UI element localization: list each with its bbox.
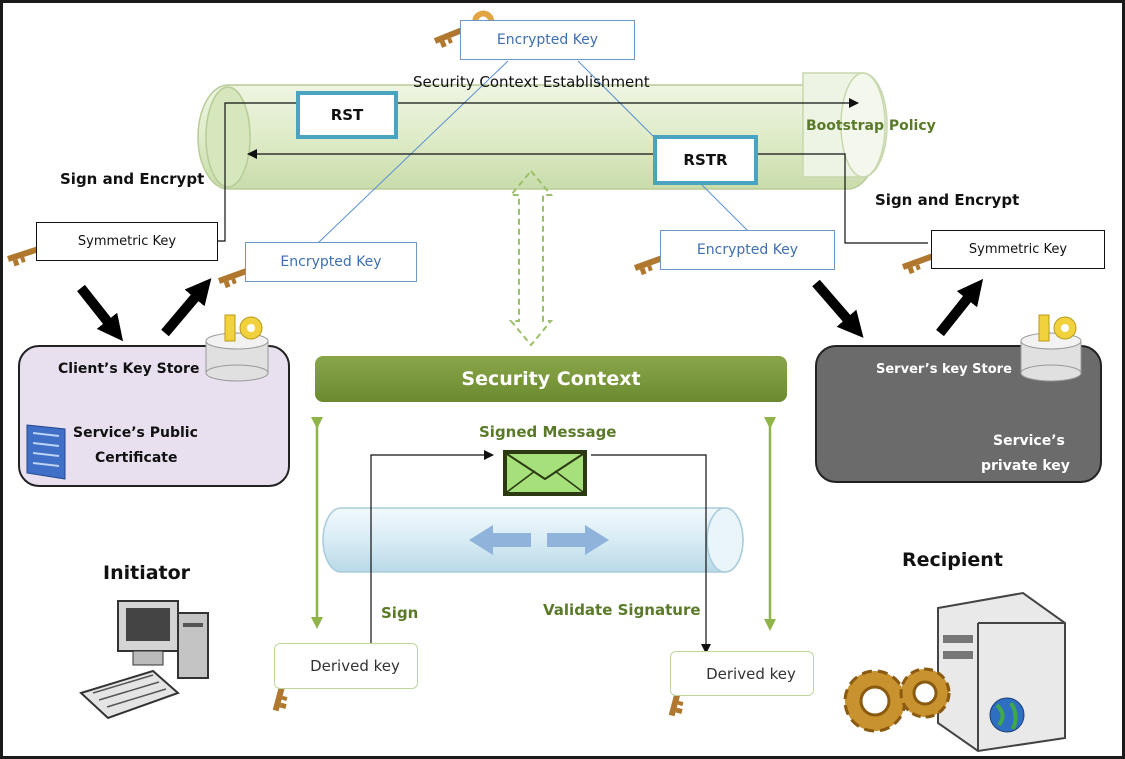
encrypted-key-link-left <box>317 60 509 244</box>
channel-title: Security Context Establishment <box>413 73 650 91</box>
server-icon <box>937 591 1066 753</box>
client-sign-encrypt-label: Sign and Encrypt <box>60 170 205 188</box>
gear-icon <box>899 667 951 719</box>
server-symmetric-key-label: Symmetric Key <box>968 242 1068 257</box>
server-derived-key-box: Derived key <box>670 651 814 696</box>
server-derived-key-label: Derived key <box>706 664 796 683</box>
client-certificate-line1: Service’s Public <box>73 425 198 441</box>
client-encrypted-key-box: Encrypted Key <box>245 242 417 282</box>
server-key-store-title: Server’s key Store <box>876 362 1012 377</box>
sign-flow-line <box>370 450 494 651</box>
client-symmetric-key-box: Symmetric Key <box>36 222 218 261</box>
validate-signature-label: Validate Signature <box>543 601 701 619</box>
initiator-label: Initiator <box>103 562 191 584</box>
client-key-store-title: Client’s Key Store <box>58 361 200 377</box>
server-key-store <box>815 345 1102 483</box>
left-arrow-icon <box>469 525 531 555</box>
certificate-icon <box>26 424 66 480</box>
rst-flow-line <box>218 98 859 242</box>
message-tube <box>322 507 744 573</box>
client-key-to-store-arrow <box>77 284 124 342</box>
server-encrypted-key-box: Encrypted Key <box>660 230 835 270</box>
client-symmetric-key-label: Symmetric Key <box>77 234 177 249</box>
server-encrypted-to-store-arrow <box>812 279 864 338</box>
server-symmetric-key-box: Symmetric Key <box>931 230 1105 269</box>
security-context-label: Security Context <box>461 368 641 390</box>
server-sign-encrypt-label: Sign and Encrypt <box>875 191 1020 209</box>
top-encrypted-key-label: Encrypted Key <box>496 32 599 48</box>
key-store-icon <box>1020 314 1082 382</box>
validate-flow-line <box>591 454 711 654</box>
server-private-key-line1: Service’s <box>993 433 1065 449</box>
signed-message-label: Signed Message <box>479 423 617 441</box>
rst-label: RST <box>330 106 364 124</box>
security-context-bar: Security Context <box>315 356 787 402</box>
server-encrypted-key-label: Encrypted Key <box>696 242 799 258</box>
key-store-icon <box>205 314 269 382</box>
client-key-store <box>18 345 290 487</box>
rstr-label: RSTR <box>683 151 728 169</box>
rstr-flow-line <box>247 149 928 244</box>
recipient-label: Recipient <box>902 549 1003 571</box>
client-encrypted-key-label: Encrypted Key <box>280 254 382 270</box>
sign-label: Sign <box>381 604 419 622</box>
right-arrow-icon <box>547 525 609 555</box>
client-store-to-encrypted-arrow <box>161 278 212 337</box>
computer-icon <box>79 600 209 720</box>
bootstrap-policy-label: Bootstrap Policy <box>806 118 936 134</box>
gear-icon <box>843 669 907 733</box>
client-derived-key-box: Derived key <box>274 643 418 689</box>
context-double-arrow <box>508 169 554 347</box>
rstr-box: RSTR <box>653 135 758 185</box>
top-encrypted-key-box: Encrypted Key <box>460 20 635 60</box>
envelope-icon <box>503 450 587 496</box>
globe-icon <box>989 697 1025 733</box>
server-private-key-line2: private key <box>981 458 1070 474</box>
rst-box: RST <box>296 91 398 139</box>
client-derived-key-label: Derived key <box>310 657 400 675</box>
server-store-to-key-arrow <box>936 278 984 337</box>
client-certificate-line2: Certificate <box>95 450 178 466</box>
